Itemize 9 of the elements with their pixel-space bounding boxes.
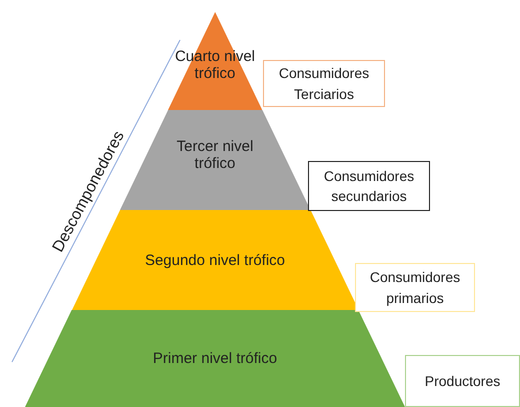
- level-label: Segundo nivel trófico: [144, 252, 286, 269]
- pyramid-level: [168, 12, 262, 110]
- label-box: Consumidores Terciarios: [263, 60, 385, 107]
- label-box: Consumidores primarios: [355, 263, 475, 312]
- label-box: Consumidores secundarios: [308, 161, 430, 211]
- pyramid-level: [25, 310, 405, 407]
- level-label: Primer nivel trófico: [152, 350, 278, 367]
- label-box: Productores: [405, 355, 520, 407]
- level-label: Tercer nivel trófico: [176, 138, 254, 172]
